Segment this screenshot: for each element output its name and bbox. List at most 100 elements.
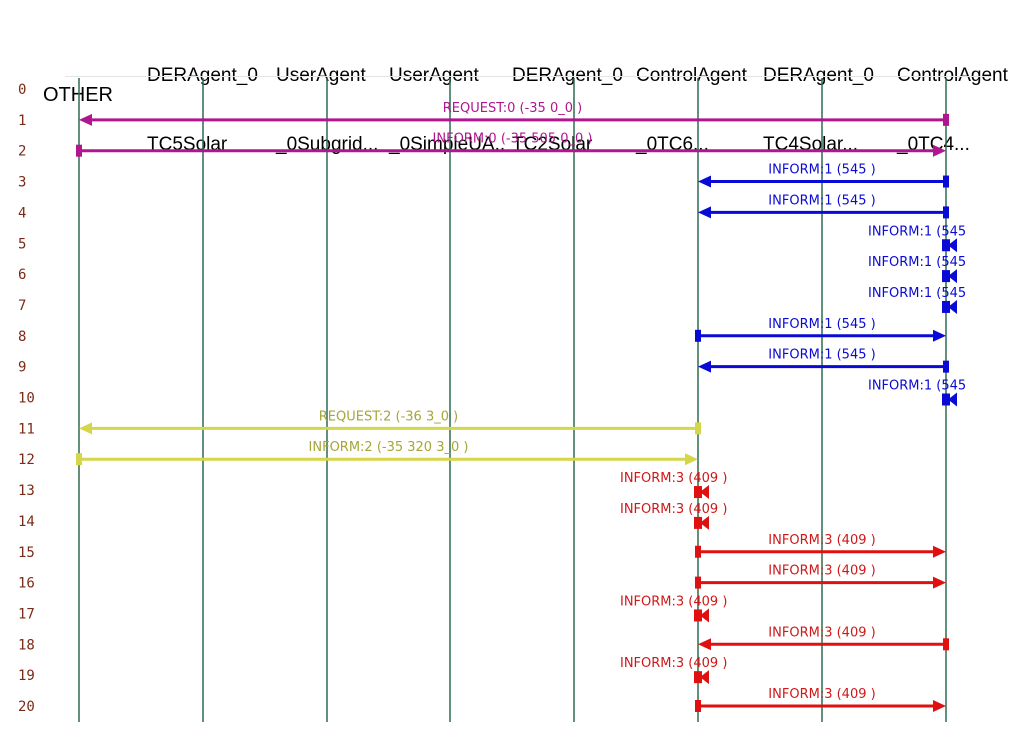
arrowhead-icon <box>685 453 698 466</box>
message-origin-marker <box>695 329 701 342</box>
row-label: 14 <box>18 514 35 530</box>
arrowhead-icon <box>698 360 711 373</box>
message-label: INFORM:3 (409 ) <box>768 564 875 579</box>
message-origin-marker <box>943 206 949 219</box>
row-label: 19 <box>18 668 35 684</box>
message-10[interactable]: INFORM:1 (545 <box>868 379 966 407</box>
self-arrow-icon <box>948 269 957 284</box>
row-label: 13 <box>18 483 35 499</box>
row-label: 5 <box>18 236 26 252</box>
arrowhead-icon <box>933 329 946 342</box>
message-label: INFORM:3 (409 ) <box>620 656 727 671</box>
message-label: INFORM:1 (545 <box>868 255 966 270</box>
message-17[interactable]: INFORM:3 (409 ) <box>620 594 727 623</box>
arrowhead-icon <box>79 113 92 126</box>
agent-name-line1: DERAgent_0 <box>763 65 874 86</box>
arrowhead-icon <box>933 576 946 589</box>
message-14[interactable]: INFORM:3 (409 ) <box>620 502 727 530</box>
row-label: 3 <box>18 175 26 191</box>
message-13[interactable]: INFORM:3 (409 ) <box>620 471 727 500</box>
self-arrow-icon <box>948 238 957 253</box>
row-label: 10 <box>18 391 35 407</box>
message-3[interactable]: INFORM:1 (545 ) <box>698 163 949 188</box>
self-message-marker <box>942 300 950 313</box>
self-message-marker <box>694 671 702 684</box>
self-arrow-icon <box>700 515 709 530</box>
arrowhead-icon <box>698 206 711 219</box>
row-label: 8 <box>18 329 26 345</box>
arrowhead-icon <box>933 700 946 712</box>
self-message-marker <box>942 270 950 283</box>
message-label: INFORM:3 (409 ) <box>620 594 727 609</box>
row-label: 15 <box>18 545 35 561</box>
message-15[interactable]: INFORM:3 (409 ) <box>695 533 946 558</box>
message-18[interactable]: INFORM:3 (409 ) <box>698 625 949 651</box>
message-label: INFORM:3 (409 ) <box>768 625 875 640</box>
message-origin-marker <box>943 113 949 126</box>
message-label: INFORM:1 (545 ) <box>768 317 875 332</box>
message-label: REQUEST:0 (-35 0_0 ) <box>443 101 582 116</box>
message-label: INFORM:2 (-35 320 3_0 ) <box>309 440 469 455</box>
agent-name-line1: DERAgent_0 <box>512 65 623 86</box>
agent-name-line1: ControlAgent <box>636 65 747 86</box>
self-arrow-icon <box>700 485 709 500</box>
message-8[interactable]: INFORM:1 (545 ) <box>695 317 946 342</box>
message-4[interactable]: INFORM:1 (545 ) <box>698 193 949 219</box>
agent-header-other[interactable]: OTHER <box>43 38 113 153</box>
self-message-marker <box>694 609 702 622</box>
message-label: INFORM:1 (545 ) <box>768 163 875 178</box>
message-12[interactable]: INFORM:2 (-35 320 3_0 ) <box>76 440 698 466</box>
message-9[interactable]: INFORM:1 (545 ) <box>698 348 949 373</box>
self-arrow-icon <box>700 670 709 685</box>
message-origin-marker <box>695 576 701 589</box>
message-origin-marker <box>943 360 949 373</box>
message-11[interactable]: REQUEST:2 (-36 3_0 ) <box>79 409 701 435</box>
agent-name-line1: UserAgent <box>276 65 366 86</box>
row-label: 9 <box>18 360 26 376</box>
self-arrow-icon <box>948 392 957 407</box>
message-label: INFORM:1 (545 ) <box>768 193 875 208</box>
arrowhead-icon <box>79 422 92 435</box>
self-message-marker <box>694 486 702 499</box>
row-label: 18 <box>18 637 35 653</box>
agent-name-line1: OTHER <box>43 84 113 106</box>
self-message-marker <box>942 393 950 406</box>
message-7[interactable]: INFORM:1 (545 <box>868 286 966 314</box>
arrowhead-icon <box>698 638 711 651</box>
row-label: 11 <box>18 421 35 437</box>
agent-name-line1: UserAgent <box>389 65 479 86</box>
message-1[interactable]: REQUEST:0 (-35 0_0 ) <box>79 101 949 126</box>
row-label: 12 <box>18 452 35 468</box>
agent-name-line1: DERAgent_0 <box>147 64 258 87</box>
arrowhead-icon <box>698 175 711 188</box>
row-label: 1 <box>18 113 26 129</box>
self-message-marker <box>694 516 702 529</box>
row-label: 6 <box>18 267 26 283</box>
message-origin-marker <box>943 638 949 651</box>
message-label: INFORM:3 (409 ) <box>620 502 727 517</box>
arrowhead-icon <box>933 144 946 157</box>
message-2[interactable]: INFORM:0 (-35 505 0_0 ) <box>76 132 946 157</box>
agent-name-line1: ControlAgent <box>897 65 1008 86</box>
message-5[interactable]: INFORM:1 (545 <box>868 224 966 253</box>
message-20[interactable]: INFORM:3 (409 ) <box>695 687 946 712</box>
self-message-marker <box>942 239 950 252</box>
header-divider <box>65 76 991 77</box>
message-label: REQUEST:2 (-36 3_0 ) <box>319 409 458 424</box>
message-label: INFORM:1 (545 <box>868 286 966 301</box>
message-label: INFORM:3 (409 ) <box>768 687 875 702</box>
row-label: 0 <box>18 82 26 98</box>
message-label: INFORM:1 (545 ) <box>768 348 875 363</box>
message-origin-marker <box>943 175 949 188</box>
arrowhead-icon <box>933 545 946 558</box>
message-19[interactable]: INFORM:3 (409 ) <box>620 656 727 685</box>
self-arrow-icon <box>948 299 957 314</box>
message-label: INFORM:1 (545 <box>868 379 966 394</box>
message-16[interactable]: INFORM:3 (409 ) <box>695 564 946 589</box>
message-origin-marker <box>695 700 701 712</box>
row-label: 17 <box>18 606 35 622</box>
message-origin-marker <box>76 144 82 157</box>
row-label: 2 <box>18 144 26 160</box>
message-6[interactable]: INFORM:1 (545 <box>868 255 966 284</box>
